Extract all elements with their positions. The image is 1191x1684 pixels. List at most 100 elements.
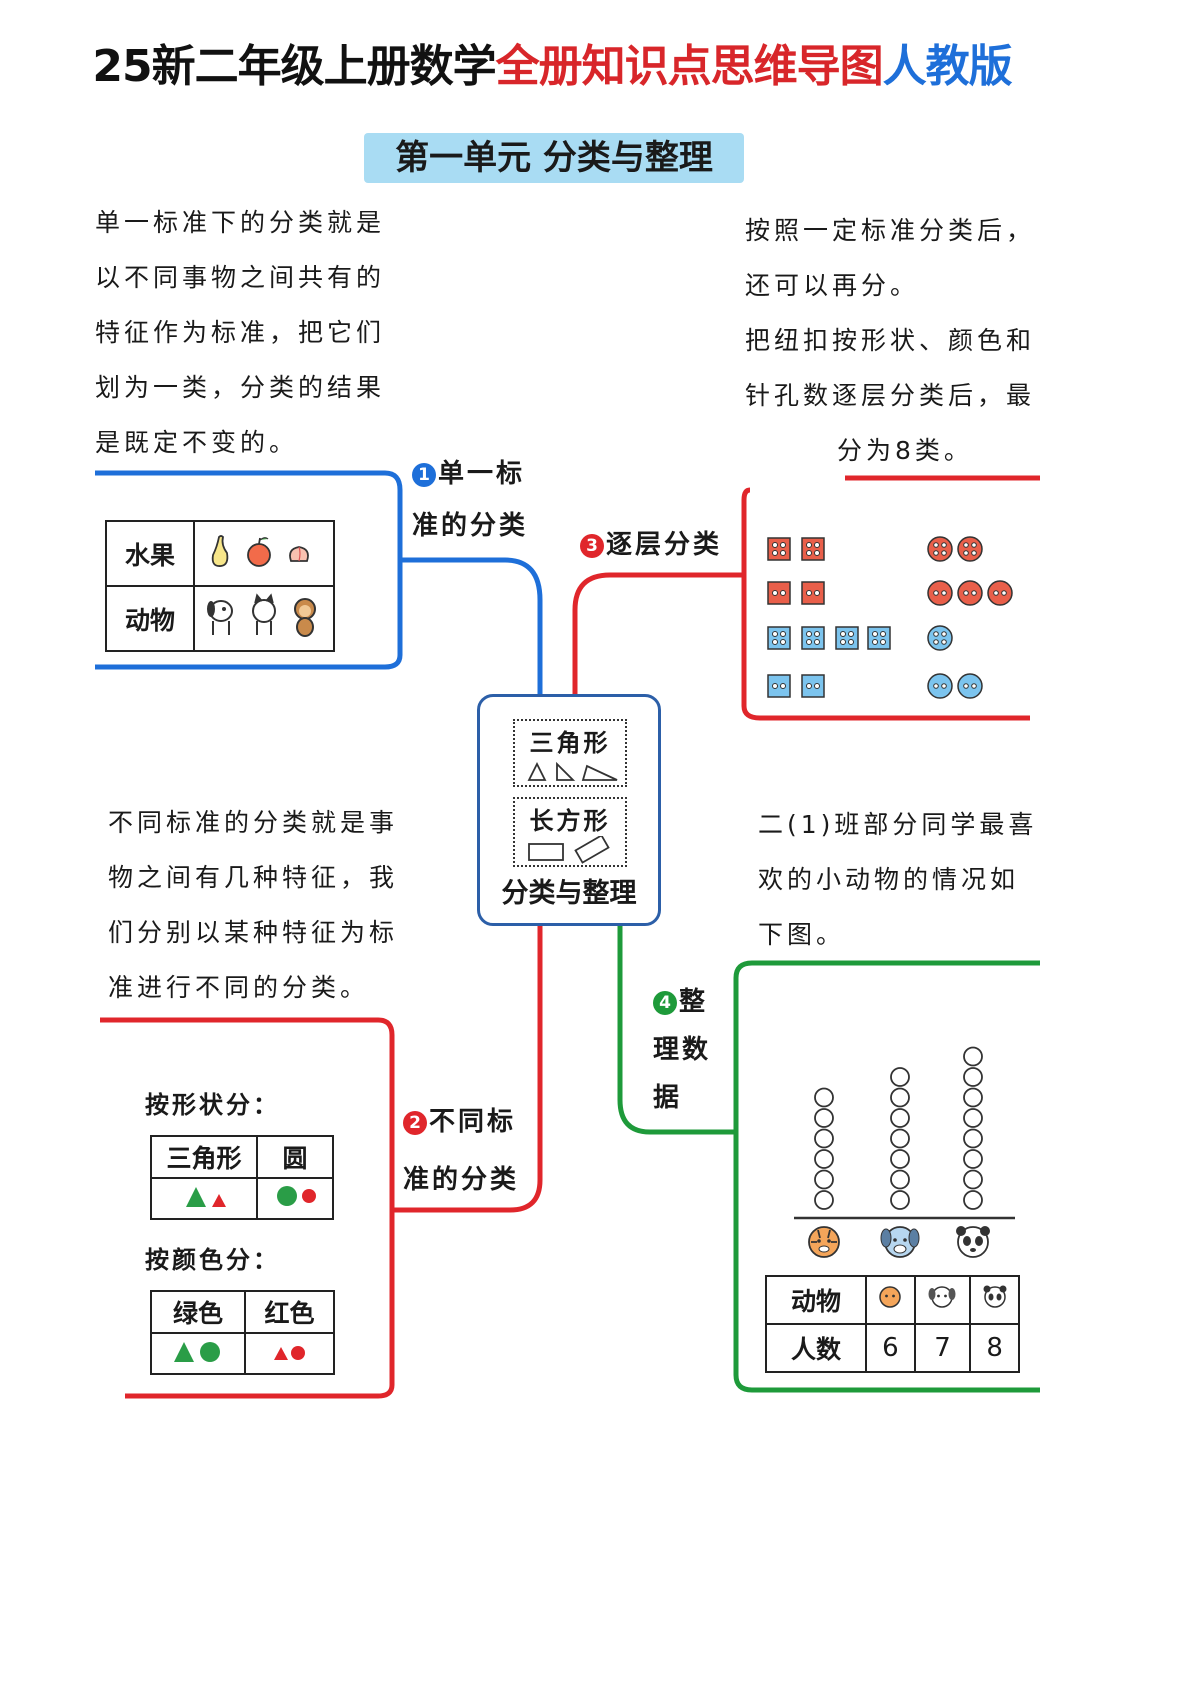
text-line: 单一标准下的分类就是	[95, 208, 386, 237]
branch2-label-line: 准的分类	[403, 1165, 520, 1195]
pictograph-circle	[890, 1128, 910, 1149]
branch4-label-line: 据	[653, 1083, 683, 1113]
triangle-label: 三角形	[529, 729, 611, 757]
round-blue-2hole-buttons	[927, 673, 983, 699]
branch3-description: 按照一定标准分类后， 还可以再分。 把纽扣按形状、颜色和 针孔数逐层分类后，最 …	[745, 203, 1035, 478]
circle-header: 圆	[256, 1135, 334, 1179]
red-shapes-cell	[244, 1332, 335, 1375]
branch2-label-line: 不同标	[429, 1107, 517, 1137]
round-red-2hole-buttons	[927, 580, 1013, 606]
pictograph-circle	[814, 1108, 834, 1128]
dog-face-icon	[880, 1226, 920, 1258]
red-shapes-icon	[273, 1345, 305, 1360]
branch3-line	[741, 475, 1040, 721]
branch3-number-badge: 3	[580, 534, 604, 558]
animal-cell	[193, 585, 335, 652]
text-line: 欢的小动物的情况如	[758, 865, 1020, 894]
branch4-label-line: 理数	[653, 1035, 712, 1065]
square-blue-2hole-buttons	[767, 674, 825, 698]
unit-title: 第一单元 分类与整理	[364, 133, 744, 183]
red-header: 红色	[244, 1290, 335, 1334]
shape-table: 三角形 圆	[150, 1135, 334, 1220]
text-line: 不同标准的分类就是事	[108, 808, 399, 837]
branch4-description: 二(1)班部分同学最喜 欢的小动物的情况如 下图。	[758, 797, 1037, 962]
pictograph-circle	[814, 1169, 834, 1190]
dog-header-cell	[913, 1275, 972, 1325]
text-line: 把纽扣按形状、颜色和	[745, 326, 1036, 355]
text-line: 划为一类，分类的结果	[95, 373, 386, 402]
panda-icon	[983, 1285, 1007, 1308]
center-title: 分类与整理	[501, 878, 637, 909]
pictograph-circle	[963, 1087, 983, 1108]
dog-icon	[207, 599, 233, 635]
tiger-icon	[879, 1286, 902, 1308]
branch1-label-line: 单一标	[438, 459, 526, 489]
animal-header: 动物	[765, 1275, 867, 1325]
pictograph-circle	[963, 1149, 983, 1169]
pictograph-circle	[890, 1169, 910, 1190]
panda-icon	[956, 1226, 990, 1258]
peach-icon	[289, 545, 309, 562]
pictograph-circle	[963, 1190, 983, 1210]
green-shapes-icon	[174, 1341, 220, 1362]
row-label-animal: 动物	[105, 585, 195, 652]
branch2-number-badge: 2	[403, 1111, 427, 1135]
pictograph-circle	[963, 1067, 983, 1087]
rectangle-shapes-icon	[528, 834, 610, 864]
branch1-number-badge: 1	[412, 463, 436, 487]
round-blue-4hole-buttons	[927, 625, 953, 651]
circle-shapes-cell	[256, 1177, 334, 1220]
text-line: 分为8类。	[837, 436, 973, 465]
pictograph-circle	[890, 1149, 910, 1169]
title-part-grade: 25新二年级上册数学	[92, 41, 496, 92]
dog-count: 7	[913, 1323, 972, 1373]
pictograph-circle	[890, 1087, 910, 1108]
triangle-header: 三角形	[150, 1135, 258, 1179]
pictograph-columns	[814, 1046, 983, 1210]
animal-pictograph	[794, 1046, 1015, 1258]
title-part-edition: 人教版	[882, 41, 1013, 92]
fruit-cell	[193, 520, 335, 587]
pictograph-circle	[814, 1190, 834, 1210]
tiger-header-cell	[865, 1275, 916, 1325]
text-line: 针孔数逐层分类后，最	[745, 381, 1036, 410]
animal-count-table: 动物 人数 6 7 8	[765, 1275, 1020, 1373]
fruit-icons	[211, 534, 309, 567]
pictograph-circle	[814, 1128, 834, 1149]
green-shapes-cell	[150, 1332, 246, 1375]
triangle-shapes-cell	[150, 1177, 258, 1220]
dog-face-icon	[928, 1286, 956, 1308]
text-line: 们分别以某种特征为标	[108, 918, 399, 947]
branch4-connector	[617, 920, 736, 1135]
text-line: 下图。	[758, 920, 846, 949]
branch4-label-line: 整	[679, 987, 709, 1017]
branch4-number-badge: 4	[653, 991, 677, 1015]
branch1-connector	[400, 557, 543, 694]
panda-count: 8	[969, 1323, 1020, 1373]
panda-header-cell	[969, 1275, 1020, 1325]
pictograph-circle	[963, 1108, 983, 1128]
round-red-4hole-buttons	[927, 536, 983, 562]
square-red-4hole-buttons	[767, 537, 825, 561]
branch1-table: 水果 动物	[105, 520, 335, 652]
pictograph-circle	[963, 1128, 983, 1149]
pictograph-circle	[890, 1108, 910, 1128]
branch4-line	[733, 960, 1040, 1393]
branch1-label-line: 准的分类	[412, 511, 529, 541]
triangle-box: 三角形	[513, 719, 627, 787]
pictograph-circle	[814, 1087, 834, 1108]
branch3-connector	[572, 572, 744, 694]
animal-icons	[207, 592, 316, 637]
pictograph-circle	[963, 1169, 983, 1190]
pictograph-circle	[963, 1046, 983, 1067]
cat-icon	[252, 592, 276, 635]
row-label-fruit: 水果	[105, 520, 195, 587]
center-topic-box: 三角形 长方形 分类与整理	[477, 694, 661, 926]
rectangle-label: 长方形	[529, 807, 611, 835]
triangle-shapes-icon	[527, 761, 618, 781]
triangles-icon	[186, 1186, 226, 1207]
